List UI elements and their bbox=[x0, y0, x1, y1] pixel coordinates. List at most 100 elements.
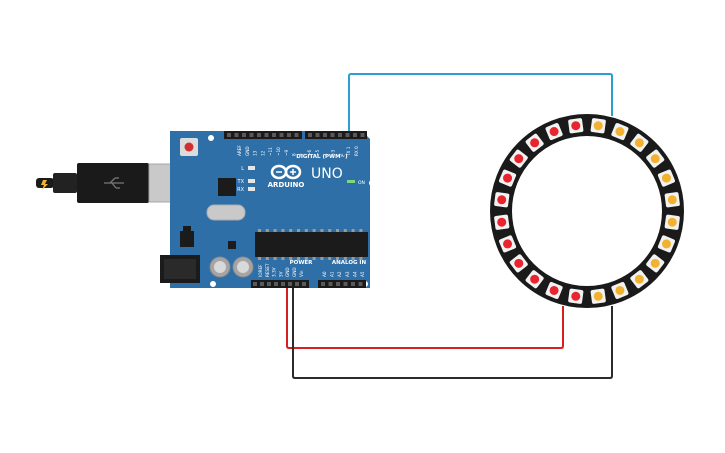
header-pin[interactable] bbox=[338, 133, 342, 137]
pin-label: 8 bbox=[292, 153, 297, 156]
pin-label: A2 bbox=[337, 271, 342, 277]
header-pin[interactable] bbox=[287, 133, 291, 137]
ring-led bbox=[568, 288, 584, 304]
header-pin[interactable] bbox=[227, 133, 231, 137]
arduino-infinity-logo bbox=[270, 164, 302, 180]
ring-led bbox=[499, 235, 517, 253]
header-pin[interactable] bbox=[343, 282, 348, 286]
chip-pin bbox=[359, 229, 363, 232]
ring-led bbox=[545, 123, 563, 141]
ring-led bbox=[611, 123, 629, 141]
chip-pin bbox=[273, 257, 277, 260]
ring-led bbox=[509, 254, 528, 273]
header-pin[interactable] bbox=[281, 282, 285, 286]
pin-label: GND bbox=[292, 267, 297, 277]
chip-pin bbox=[336, 229, 339, 232]
chip-pin bbox=[289, 257, 293, 260]
neopixel-ring[interactable] bbox=[490, 114, 684, 308]
header-pin[interactable] bbox=[353, 133, 357, 137]
header-pin[interactable] bbox=[253, 282, 257, 286]
header-pin[interactable] bbox=[308, 133, 312, 137]
pin-label: A4 bbox=[352, 271, 357, 277]
ring-led bbox=[568, 118, 584, 134]
header-pin[interactable] bbox=[295, 282, 299, 286]
ring-led bbox=[525, 270, 544, 289]
ring-led bbox=[630, 270, 649, 289]
pin-label: 13 bbox=[253, 150, 258, 156]
pin-label: GND bbox=[245, 146, 250, 156]
pin-label: A3 bbox=[345, 271, 350, 277]
header-pin[interactable] bbox=[323, 133, 327, 137]
pin-label: A1 bbox=[330, 271, 335, 277]
header-pin[interactable] bbox=[345, 133, 350, 137]
header-pin[interactable] bbox=[279, 133, 284, 137]
chip-pin bbox=[328, 257, 332, 260]
pin-label: ~3 bbox=[331, 149, 336, 156]
led-tx bbox=[248, 179, 255, 183]
header-pin[interactable] bbox=[242, 133, 246, 137]
pin-label: RX 0 bbox=[354, 146, 359, 156]
chip-pin bbox=[265, 257, 269, 260]
pin-label: A5 bbox=[360, 271, 365, 277]
led-rx bbox=[248, 187, 255, 191]
chip-pin bbox=[304, 229, 308, 232]
header-pin[interactable] bbox=[260, 282, 264, 286]
header-pin[interactable] bbox=[358, 282, 363, 286]
pin-label: 5V bbox=[278, 271, 283, 277]
ring-led bbox=[611, 281, 629, 299]
chip-pin bbox=[265, 229, 269, 232]
header-pin[interactable] bbox=[272, 133, 276, 137]
pin-label: RESET bbox=[265, 263, 270, 277]
ring-body bbox=[490, 114, 684, 308]
chip-pin bbox=[351, 229, 355, 232]
pin-label: ~6 bbox=[307, 149, 312, 156]
mount-hole bbox=[208, 135, 214, 141]
pin-label: AREF bbox=[237, 145, 242, 156]
pin-label: 3.3V bbox=[272, 267, 277, 277]
usb-logo-icon bbox=[104, 177, 124, 189]
atmega-chip bbox=[255, 232, 368, 257]
header-pin[interactable] bbox=[321, 282, 325, 286]
pin-label: TX 1 bbox=[346, 146, 351, 157]
chip-pin bbox=[304, 257, 308, 260]
led-tx-label: TX bbox=[237, 179, 245, 185]
header-pin[interactable] bbox=[294, 133, 299, 137]
header-pin[interactable] bbox=[328, 282, 333, 286]
header-pin[interactable] bbox=[302, 282, 306, 286]
led-rx-label: RX bbox=[237, 187, 244, 193]
chip-pins-top bbox=[258, 229, 363, 232]
chip-pin bbox=[320, 229, 324, 232]
header-pin[interactable] bbox=[264, 133, 269, 137]
ring-led bbox=[499, 169, 517, 187]
chip-pins-bottom bbox=[258, 257, 363, 260]
pin-label: 7 bbox=[299, 153, 304, 156]
ring-led bbox=[646, 149, 665, 168]
chip-pin bbox=[359, 257, 363, 260]
header-pin[interactable] bbox=[351, 282, 355, 286]
brand-label: ARDUINO bbox=[268, 181, 305, 189]
header-pin[interactable] bbox=[315, 133, 320, 137]
header-pin[interactable] bbox=[288, 282, 292, 286]
header-pin[interactable] bbox=[249, 133, 254, 137]
led-l bbox=[248, 166, 255, 170]
pin-label: GND bbox=[285, 267, 290, 277]
header-pin[interactable] bbox=[267, 282, 271, 286]
header-pin[interactable] bbox=[274, 282, 278, 286]
ground-wire[interactable] bbox=[292, 288, 613, 379]
header-pin[interactable] bbox=[330, 133, 335, 137]
header-pin[interactable] bbox=[234, 133, 239, 137]
mount-hole bbox=[210, 281, 216, 287]
header-pin[interactable] bbox=[336, 282, 340, 286]
chip-pin bbox=[312, 257, 316, 260]
header-pin[interactable] bbox=[360, 133, 365, 137]
pin-label: 4 bbox=[323, 153, 328, 156]
chip-pin bbox=[312, 229, 316, 232]
pin-label: A0 bbox=[322, 271, 327, 277]
power-wire[interactable] bbox=[286, 288, 564, 349]
ring-led bbox=[657, 235, 675, 253]
header-pin[interactable] bbox=[257, 133, 261, 137]
ring-led bbox=[630, 133, 649, 152]
signal-wire[interactable] bbox=[348, 73, 613, 133]
